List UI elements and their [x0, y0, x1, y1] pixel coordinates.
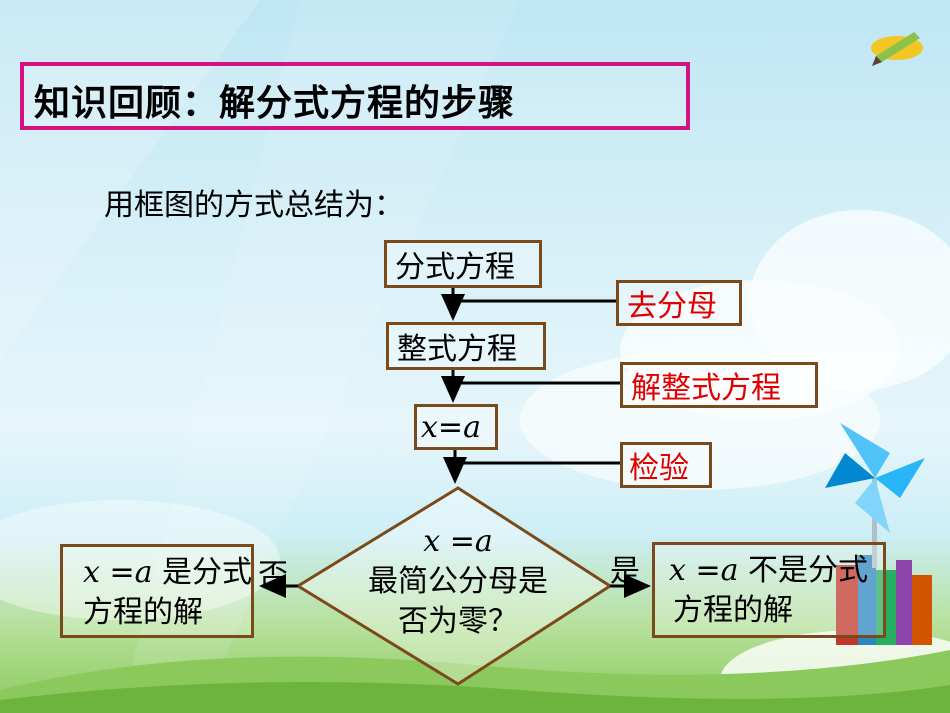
- step3-var: x: [421, 409, 438, 445]
- step2-label: 整式方程: [397, 332, 517, 367]
- title-frame: [20, 62, 690, 130]
- right-result-line2: 方程的解: [673, 593, 793, 628]
- decision-line3: 否为零？: [398, 604, 518, 639]
- subtitle: 用框图的方式总结为：: [104, 188, 404, 223]
- decision-line2: 最简公分母是: [368, 564, 548, 599]
- step1-label: 分式方程: [395, 250, 515, 285]
- branch-no-label: 否: [258, 558, 288, 593]
- books-decoration: [836, 555, 932, 645]
- result-is-solution: x =a 是分式 方程的解: [60, 544, 254, 638]
- left-result-line2: 方程的解: [83, 595, 203, 630]
- step3-val: a: [463, 409, 481, 445]
- step3-eq: =: [437, 409, 464, 445]
- step-solution: x =a: [414, 404, 498, 450]
- right-result-line1: x =a 不是分式: [669, 553, 869, 588]
- left-result-line1: x =a 是分式: [83, 555, 253, 590]
- action-solve-polynomial: 解整式方程: [620, 362, 818, 408]
- decision-diamond: [295, 486, 613, 686]
- branch-yes-label: 是: [610, 554, 640, 589]
- side2-label: 解整式方程: [631, 371, 781, 406]
- pencil-icon: [871, 32, 923, 66]
- page-title: 知识回顾：解分式方程的步骤: [34, 83, 516, 124]
- step-fractional-equation: 分式方程: [384, 240, 542, 288]
- step-polynomial-equation: 整式方程: [386, 322, 546, 370]
- result-not-solution: x =a 不是分式 方程的解: [652, 542, 886, 638]
- side3-label: 检验: [629, 451, 689, 486]
- decision-text: x =a 最简公分母是 否为零？: [298, 522, 618, 642]
- decision-line1: x =a: [423, 524, 493, 559]
- pinwheel-icon: [825, 423, 925, 568]
- side1-label: 去分母: [627, 289, 717, 324]
- action-clear-denominator: 去分母: [616, 280, 742, 326]
- action-verify: 检验: [620, 442, 712, 488]
